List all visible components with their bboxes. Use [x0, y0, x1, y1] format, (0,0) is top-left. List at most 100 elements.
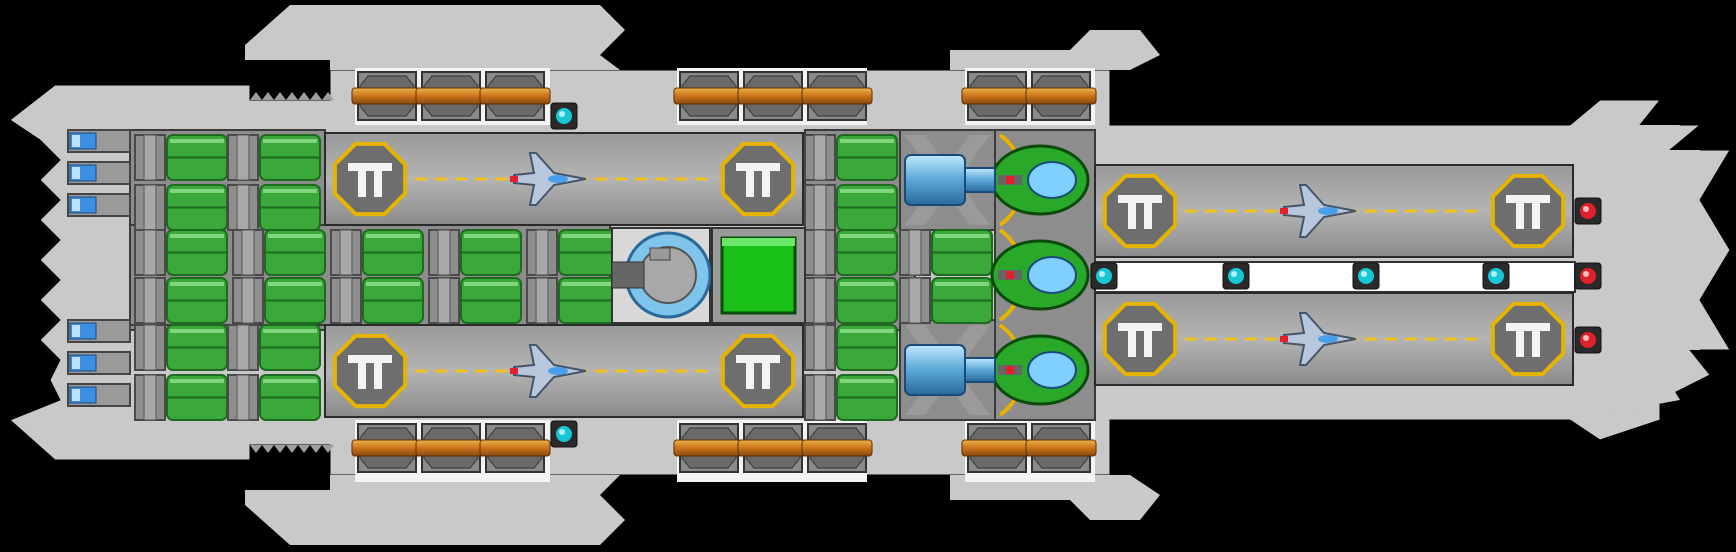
signal-light-icon: [1574, 197, 1602, 225]
pipe-inner: [813, 229, 827, 276]
turret-dome: [1027, 351, 1077, 389]
pipe-inner: [143, 277, 157, 324]
pad-glyph-leg: [1144, 331, 1152, 357]
turret-barrel: [479, 439, 551, 457]
cargo-canister: [836, 374, 898, 421]
pipe-junction: [526, 229, 558, 276]
pipe-junction: [134, 184, 166, 231]
pipe-junction: [232, 277, 264, 324]
pad-glyph-leg: [762, 171, 770, 197]
pipe-junction: [330, 229, 362, 276]
hull-tooth: [310, 92, 322, 100]
cargo-canister: [836, 324, 898, 371]
cargo-canister: [558, 277, 620, 324]
canister-highlight: [840, 234, 894, 238]
pipe-junction: [227, 374, 259, 421]
pipe-junction: [134, 374, 166, 421]
landing-pad-icon: [1102, 301, 1178, 377]
pipe-inner: [813, 134, 827, 181]
pad-glyph-bar: [736, 355, 780, 363]
cargo-canister: [166, 134, 228, 181]
pipe-junction: [428, 277, 460, 324]
landing-pad-icon: [720, 333, 796, 409]
pipe-junction: [330, 277, 362, 324]
pipe-junction: [428, 229, 460, 276]
pipe-junction: [227, 324, 259, 371]
pad-glyph-leg: [1532, 203, 1540, 229]
pad-glyph-leg: [746, 363, 754, 389]
thruster-icon: [67, 129, 131, 153]
canister-highlight: [170, 329, 224, 333]
turret-icon: [673, 71, 745, 121]
pipe-inner: [908, 277, 922, 324]
command-screen: [720, 236, 797, 315]
pad-glyph-leg: [374, 363, 382, 389]
canister-highlight: [840, 139, 894, 143]
cannon-icon: [904, 325, 996, 415]
cargo-canister: [836, 134, 898, 181]
cargo-canister: [259, 184, 321, 231]
pipe-inner: [143, 229, 157, 276]
thruster-icon: [67, 383, 131, 407]
pad-glyph-leg: [374, 171, 382, 197]
pipe-inner: [241, 229, 255, 276]
turret-dome: [1027, 256, 1077, 294]
canister-highlight: [562, 234, 616, 238]
turret-barrel: [415, 87, 487, 105]
pad-octagon: [1102, 301, 1178, 377]
pad-glyph-leg: [1532, 331, 1540, 357]
landing-pad-icon: [720, 141, 796, 217]
turret-barrel: [415, 439, 487, 457]
turret-light: [1006, 271, 1014, 279]
thruster-glow: [72, 325, 80, 337]
pad-glyph-bar: [1506, 195, 1550, 203]
cargo-canister: [264, 229, 326, 276]
signal-light-icon: [1574, 326, 1602, 354]
cargo-canister: [836, 184, 898, 231]
command-module-icon: [711, 227, 806, 324]
landing-pad-icon: [1102, 173, 1178, 249]
hull-tooth: [262, 92, 274, 100]
canister-highlight: [263, 189, 317, 193]
cargo-canister: [166, 229, 228, 276]
cargo-canister: [166, 277, 228, 324]
pipe-inner: [813, 184, 827, 231]
pipe-inner: [908, 229, 922, 276]
hull-fin-top-mid: [950, 30, 1160, 70]
pad-glyph-leg: [1128, 203, 1136, 229]
light-glare: [1583, 206, 1589, 212]
turret-icon: [801, 423, 873, 473]
turret-barrel: [961, 87, 1033, 105]
turret-barrel: [1025, 87, 1097, 105]
cargo-canister: [362, 229, 424, 276]
pad-glyph-leg: [1128, 331, 1136, 357]
pipe-junction: [232, 229, 264, 276]
interior: [67, 71, 1602, 473]
turret-icon: [415, 423, 487, 473]
pad-octagon: [720, 141, 796, 217]
thruster-glow: [72, 357, 80, 369]
pad-glyph-leg: [358, 171, 366, 197]
cargo-canister: [259, 324, 321, 371]
pipe-inner: [241, 277, 255, 324]
hull-tooth: [250, 92, 262, 100]
hull-fin-top-left: [245, 5, 625, 70]
thruster-icon: [67, 319, 131, 343]
canister-highlight: [268, 234, 322, 238]
pad-glyph-bar: [348, 355, 392, 363]
hull-tooth: [298, 445, 310, 453]
canister-highlight: [263, 379, 317, 383]
pad-octagon: [332, 333, 408, 409]
turret-icon: [673, 423, 745, 473]
turret-barrel: [673, 87, 745, 105]
turret-icon: [990, 228, 1090, 322]
reactor-valve: [649, 247, 671, 261]
cannon-body: [904, 154, 966, 206]
pad-glyph-leg: [1144, 203, 1152, 229]
thruster-glow: [72, 389, 80, 401]
pad-glyph-leg: [1516, 331, 1524, 357]
turret-barrel: [737, 87, 809, 105]
pipe-junction: [804, 184, 836, 231]
cargo-canister: [166, 374, 228, 421]
cannon-body: [904, 344, 966, 396]
